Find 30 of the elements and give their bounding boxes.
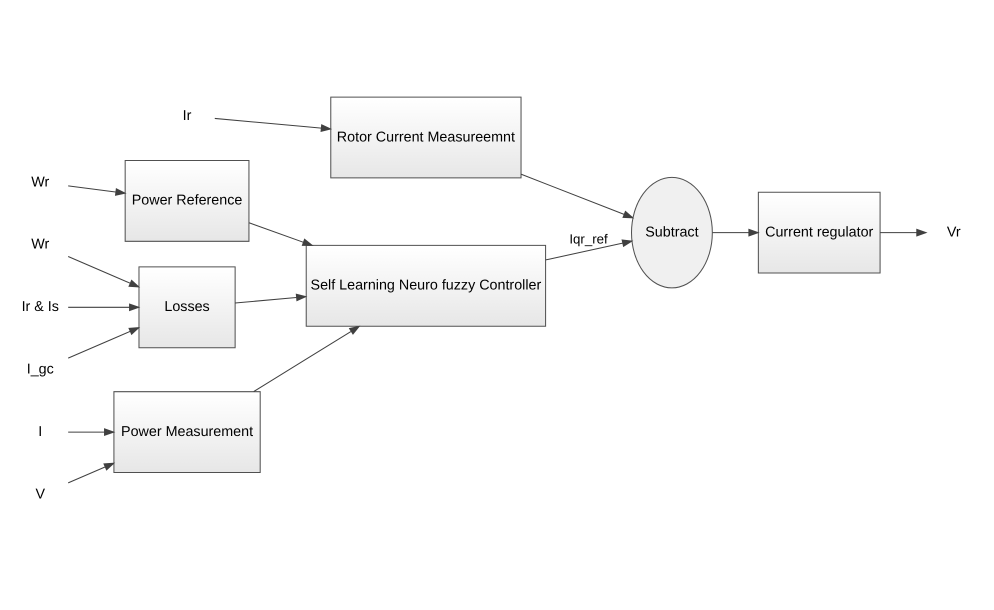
- node-box: Power Reference: [124, 160, 250, 242]
- node-text: Ir & Is: [22, 299, 59, 316]
- node-ellipse: Subtract: [631, 176, 713, 288]
- node-text: I: [38, 424, 42, 440]
- arrow: [253, 326, 360, 392]
- arrow: [68, 462, 116, 484]
- arrow: [521, 174, 634, 218]
- arrow: [68, 303, 140, 312]
- arrow: [880, 228, 928, 237]
- node-text: Wr: [31, 236, 50, 253]
- node-text: V: [35, 486, 46, 502]
- node-text: Wr: [31, 174, 50, 190]
- node-box: Current regulator: [758, 192, 881, 274]
- arrow: [68, 256, 140, 288]
- arrow: [214, 118, 332, 132]
- arrow: [546, 239, 634, 260]
- node-box: Power Measurement: [113, 391, 261, 474]
- node-text: Vr: [946, 224, 961, 240]
- node-box: Self Learning Neuro fuzzy Controller: [306, 244, 546, 327]
- node-text: Ir: [182, 108, 192, 124]
- arrow: [712, 228, 760, 237]
- arrow: [68, 327, 140, 359]
- arrow: [68, 185, 127, 196]
- edge-label: Iqr_ref: [569, 231, 608, 246]
- node-box: Rotor Current Measureemnt: [330, 96, 522, 178]
- arrow: [235, 294, 308, 304]
- arrow: [68, 428, 116, 436]
- arrow: [248, 222, 314, 246]
- node-text: I_gc: [26, 361, 54, 378]
- node-box: Losses: [138, 266, 236, 348]
